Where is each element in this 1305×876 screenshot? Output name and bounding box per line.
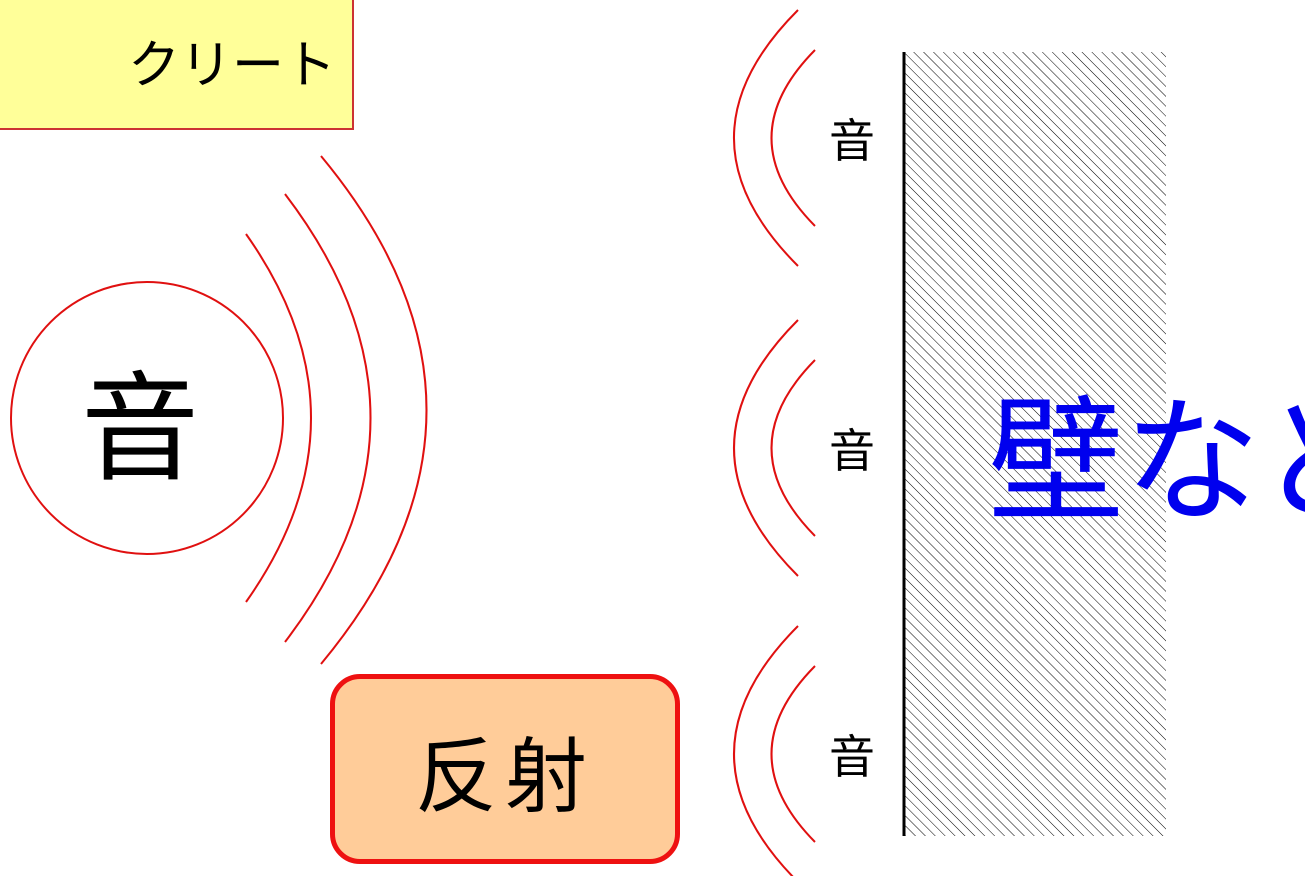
source-wave-3 bbox=[320, 155, 428, 665]
source-sound-char: 音 bbox=[80, 359, 199, 498]
wall bbox=[904, 52, 1166, 836]
reflection-label-text: 反射 bbox=[414, 729, 595, 825]
top-label-box: クリート bbox=[0, 0, 354, 130]
reflected-wave-1a bbox=[733, 9, 799, 267]
reflected-wave-1b bbox=[770, 49, 816, 227]
reflected-wave-3a bbox=[733, 625, 799, 876]
reflection-label-box: 反射 bbox=[330, 674, 680, 864]
reflected-wave-2a bbox=[733, 319, 799, 577]
reflected-sound-char-1: 音 bbox=[829, 114, 875, 168]
reflected-sound-char-2: 音 bbox=[829, 424, 875, 478]
reflected-wave-3b bbox=[770, 665, 816, 843]
source-wave-1 bbox=[245, 233, 312, 603]
reflected-sound-char-3: 音 bbox=[829, 730, 875, 784]
reflected-wave-2b bbox=[770, 359, 816, 537]
source-wave-2 bbox=[284, 193, 372, 643]
wall-label: 壁など bbox=[988, 383, 1305, 542]
top-label-text: クリート bbox=[127, 35, 336, 96]
source-circle bbox=[10, 281, 284, 555]
